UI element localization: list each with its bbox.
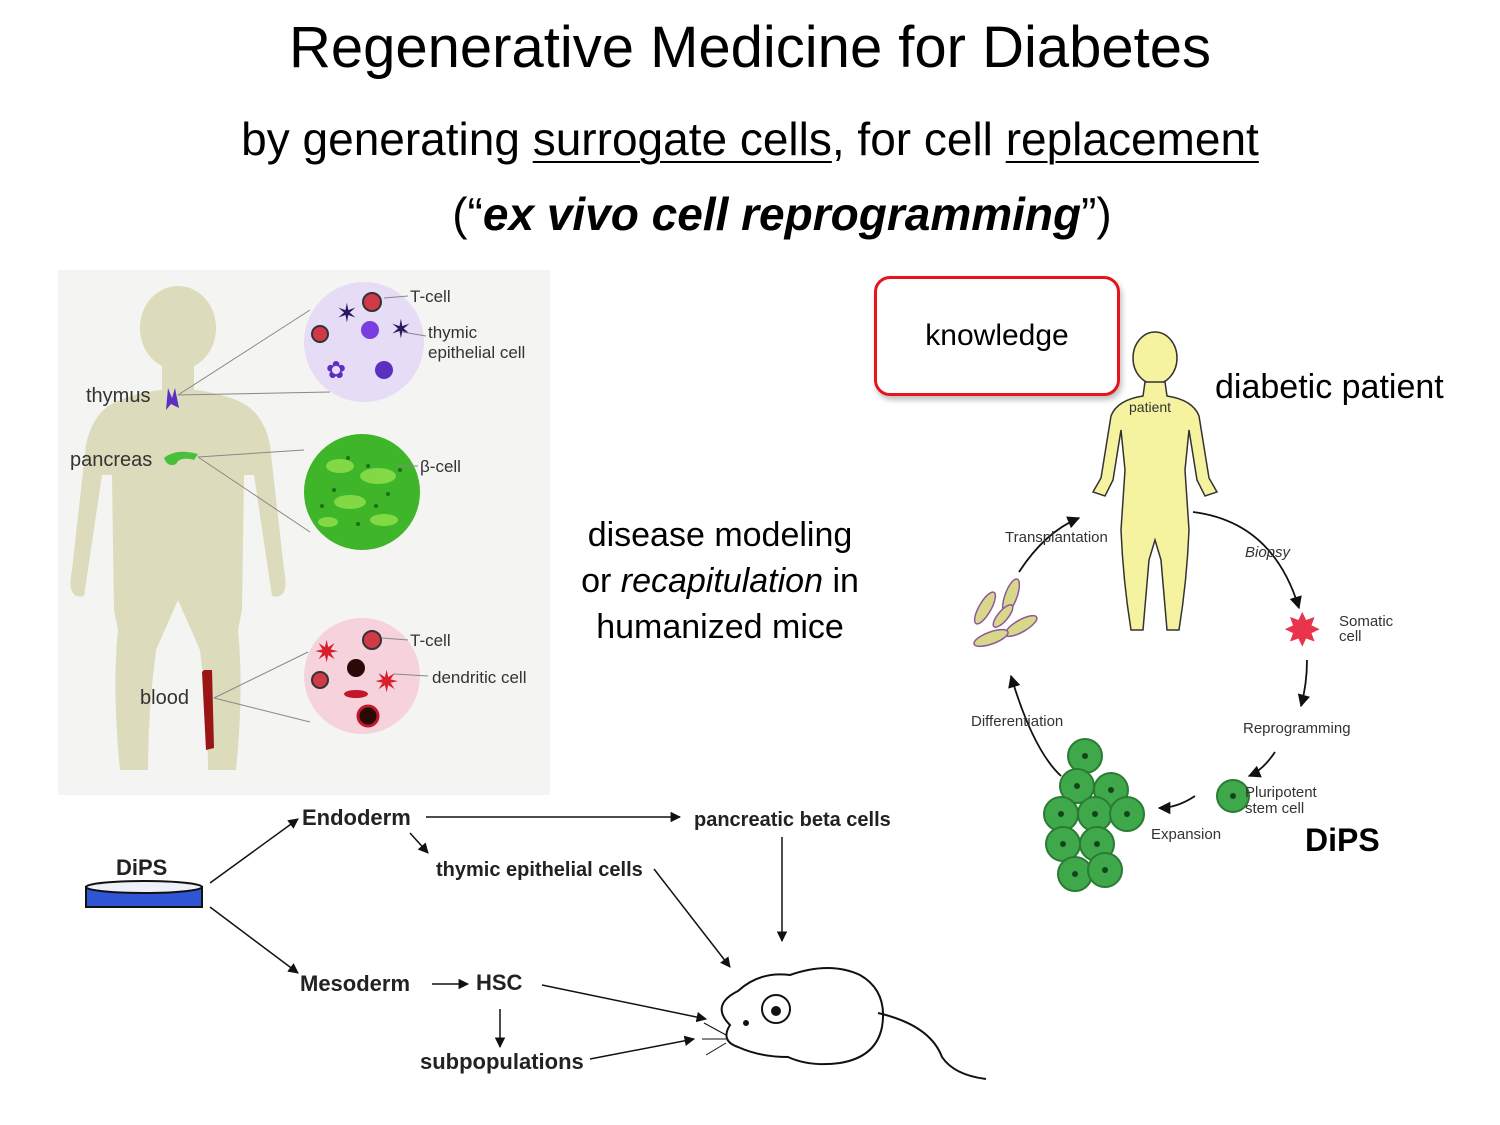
thymic-label-line1: thymic (428, 323, 478, 342)
slide-subtitle-2: (“ex vivo cell reprogramming”) (0, 187, 1500, 241)
knowledge-box: knowledge (874, 276, 1120, 396)
blood-label: blood (140, 687, 189, 709)
thymic-label-line2: epithelial cell (428, 343, 525, 362)
thymic-epithelial-star-icon: ✶ (336, 298, 358, 328)
pluripotent-nucleus-icon (1230, 793, 1236, 799)
blood-cell-dark-icon (347, 659, 365, 677)
blood-t-cell-icon (362, 630, 382, 650)
mesoderm-label: Mesoderm (300, 971, 410, 996)
transplantation-label: Transplantation (1005, 529, 1108, 546)
middle-line-2-pre: or (581, 562, 621, 600)
slide-title: Regenerative Medicine for Diabetes (288, 15, 1212, 80)
t-cell-bottom-label: T-cell (410, 631, 451, 650)
body-organ-figure: ✶ ✶ ✿ ✷ ✷ thymus pancreas blood T-cell t… (58, 270, 550, 795)
middle-line-1: disease modeling (587, 516, 853, 554)
somatic-cell-icon: ✸ (1283, 604, 1322, 656)
diabetic-patient-label: diabetic patient (1215, 368, 1444, 406)
thymus-label: thymus (86, 385, 150, 407)
beta-cell-label: β-cell (420, 457, 461, 476)
differentiation-flow-diagram: DiPS Endoderm pancreatic beta cells thym… (85, 805, 987, 1080)
dendritic-cell-icon: ✷ (314, 636, 339, 669)
pluripotent-label-line1: Pluripotent (1245, 784, 1318, 801)
subpopulations-label: subpopulations (420, 1049, 584, 1074)
t-cell-top-label: T-cell (410, 287, 451, 306)
thymic-flower-cell-icon: ✿ (326, 357, 346, 384)
cell-label-leaders (381, 295, 429, 677)
dips-cycle-label: DiPS (1305, 822, 1380, 858)
subtitle-prefix: by generating (241, 113, 533, 165)
human-silhouette (70, 286, 286, 770)
patient-label: patient (1129, 399, 1171, 415)
blood-cell-dark-icon (356, 704, 380, 728)
subtitle2-emphasis: ex vivo cell reprogramming (482, 188, 1082, 240)
subtitle-mid: , for cell (831, 113, 1006, 165)
subtitle-replacement: replacement (1005, 113, 1259, 165)
blood-bone-icon (202, 670, 214, 750)
disease-modeling-text: disease modeling or recapitulation in hu… (555, 512, 885, 650)
cycle-arrows (1008, 511, 1311, 815)
pancreas-label: pancreas (70, 449, 152, 471)
mouse-eye-icon (743, 1020, 749, 1026)
thymus-organ-icon (166, 388, 179, 410)
blood-cell-circle (304, 618, 420, 734)
beta-cell-dots (320, 456, 402, 526)
thymic-cell-icon (375, 361, 393, 379)
thymic-cell-icon (361, 321, 379, 339)
differentiated-cells-icon (973, 578, 1038, 648)
beta-cell-texture (318, 459, 398, 527)
mouse-ear-icon (771, 1006, 781, 1016)
somatic-label-line2: cell (1339, 628, 1362, 645)
thymic-t-cell-icon (362, 292, 382, 312)
flow-arrows (209, 811, 788, 1060)
subtitle2-open: (“ (452, 188, 483, 240)
thymic-t-cell-icon (311, 325, 329, 343)
middle-line-2: or recapitulation in (555, 558, 885, 604)
knowledge-label: knowledge (925, 319, 1069, 352)
somatic-label-line1: Somatic (1339, 613, 1394, 630)
patient-figure-icon (1091, 331, 1219, 631)
thymic-epithelial-label: thymic epithelial cells (436, 859, 643, 881)
pancreas-cell-circle (304, 434, 420, 550)
reprogramming-label: Reprogramming (1243, 720, 1351, 737)
expanded-colony-icon (1043, 738, 1145, 892)
dips-flow-label: DiPS (116, 855, 167, 880)
biopsy-label: Biopsy (1245, 544, 1292, 561)
red-blood-cell-icon (344, 690, 368, 698)
subtitle2-close: ”) (1081, 188, 1112, 240)
mouse-icon (720, 967, 987, 1080)
petri-dish-icon (85, 880, 203, 908)
hsc-label: HSC (476, 970, 523, 995)
middle-line-2-post: in (823, 562, 859, 600)
blood-t-cell-icon (311, 671, 329, 689)
slide-subtitle: by generating surrogate cells, for cell … (0, 112, 1500, 166)
pluripotent-label-line2: stem cell (1245, 800, 1304, 817)
subtitle-surrogate-cells: surrogate cells (532, 113, 832, 165)
reprogramming-cycle-diagram: patient ✸ Transplantati (971, 331, 1394, 892)
middle-line-3: humanized mice (596, 608, 844, 646)
thymic-epithelial-star-icon: ✶ (390, 314, 412, 344)
mouse-whiskers-icon (702, 1022, 727, 1056)
expansion-label: Expansion (1151, 826, 1221, 843)
endoderm-label: Endoderm (302, 805, 411, 830)
pancreas-organ-icon (164, 451, 198, 466)
differentiation-label: Differentiation (971, 713, 1063, 730)
pancreatic-beta-label: pancreatic beta cells (694, 809, 891, 831)
middle-line-2-em: recapitulation (620, 562, 823, 600)
thymus-cell-circle (304, 282, 424, 402)
dendritic-cell-icon: ✷ (374, 666, 399, 699)
dendritic-cell-label: dendritic cell (432, 668, 527, 687)
organ-connectors (177, 309, 331, 723)
